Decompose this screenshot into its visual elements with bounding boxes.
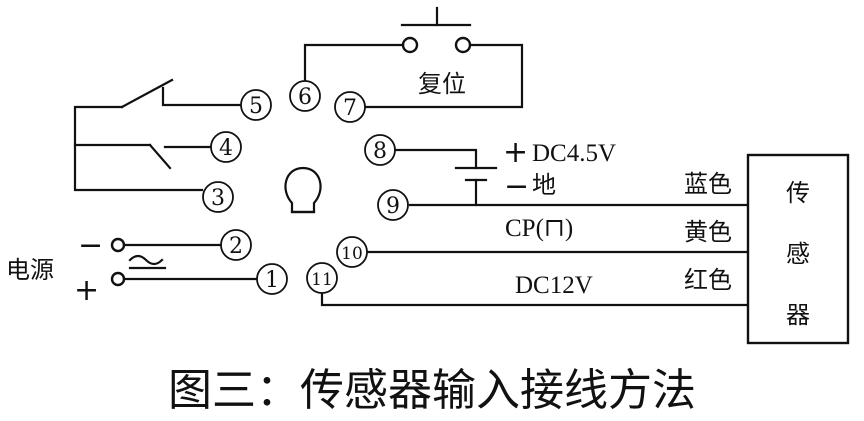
switch-contacts — [73, 78, 242, 192]
power-supply-label: 电源 — [6, 256, 54, 284]
terminal-10: 10 — [336, 236, 368, 268]
ground-label: 地 — [532, 171, 556, 199]
red-wire-label: 红色 — [684, 266, 732, 294]
dc12-label: DC12V — [515, 272, 593, 299]
svg-text:1: 1 — [265, 268, 279, 293]
dc45-label: DC4.5V — [532, 140, 616, 167]
dc45-plus-sign: + — [503, 135, 528, 170]
blue-wire-label: 蓝色 — [684, 170, 732, 198]
svg-text:5: 5 — [249, 94, 263, 119]
terminal-5: 5 — [240, 89, 272, 121]
svg-text:2: 2 — [229, 234, 243, 259]
svg-text:4: 4 — [219, 136, 233, 161]
power-supply-inputs — [110, 237, 258, 287]
terminal-11: 11 — [306, 262, 338, 294]
terminal-4: 4 — [210, 131, 242, 163]
svg-text:3: 3 — [211, 186, 225, 211]
ground-minus-sign: − — [504, 169, 529, 204]
sensor-label-3: 器 — [786, 301, 810, 329]
minus-sign: − — [78, 228, 103, 263]
svg-text:6: 6 — [298, 85, 312, 110]
terminal-9: 9 — [377, 189, 409, 221]
terminal-2: 2 — [220, 229, 252, 261]
terminal-7: 7 — [334, 91, 366, 123]
sensor-box — [746, 153, 850, 345]
reset-label: 复位 — [418, 70, 466, 98]
terminal-3: 3 — [202, 181, 234, 213]
svg-text:10: 10 — [341, 244, 363, 264]
dc45-ground-wiring — [394, 148, 498, 207]
reset-button — [303, 6, 524, 109]
lamp-icon — [284, 166, 322, 214]
sensor-label-1: 传 — [786, 179, 810, 207]
plus-sign: + — [74, 273, 99, 308]
sensor-wires — [320, 203, 750, 307]
yellow-wire-label: 黄色 — [684, 218, 732, 246]
svg-text:9: 9 — [386, 194, 400, 219]
figure-caption: 图三：传感器输入接线方法 — [168, 365, 696, 416]
terminal-6: 6 — [289, 80, 321, 112]
terminal-1: 1 — [256, 263, 288, 295]
cp-signal-label: CP(⊓) — [505, 215, 573, 242]
svg-text:11: 11 — [311, 270, 333, 290]
svg-text:8: 8 — [373, 139, 387, 164]
terminal-8: 8 — [364, 134, 396, 166]
sensor-label-2: 感 — [786, 240, 810, 268]
svg-text:7: 7 — [343, 96, 357, 121]
